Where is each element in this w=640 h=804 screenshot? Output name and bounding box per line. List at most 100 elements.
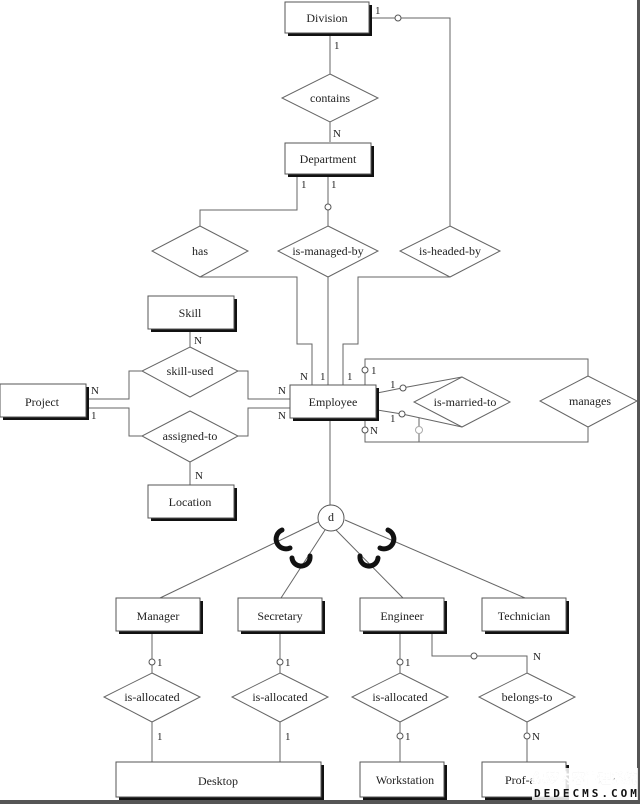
relationship-is-allocated-engineer[interactable]: is-allocated bbox=[350, 672, 450, 723]
relationship-label: is-managed-by bbox=[292, 244, 363, 258]
line-division-isheadedby bbox=[372, 17, 451, 226]
cardinality: 1 bbox=[320, 371, 326, 383]
relationship-is-headed-by[interactable]: is-headed-by bbox=[398, 225, 502, 278]
subset-icon-engineer bbox=[357, 553, 381, 569]
optional-circle bbox=[276, 658, 284, 666]
specialization-label: d bbox=[328, 510, 334, 524]
cardinality: N bbox=[300, 371, 308, 383]
entity-manager[interactable]: Manager bbox=[115, 597, 203, 634]
cardinality: 1 bbox=[375, 5, 381, 17]
entity-label: Division bbox=[306, 11, 347, 25]
frame-border-right bbox=[637, 0, 640, 804]
entity-label: Department bbox=[300, 152, 357, 166]
entity-label: Employee bbox=[309, 395, 358, 409]
relationship-label: skill-used bbox=[167, 364, 214, 378]
relationship-label: manages bbox=[569, 394, 611, 408]
cardinality: 1 bbox=[301, 179, 307, 191]
entity-label: Secretary bbox=[257, 609, 302, 623]
optional-circle bbox=[470, 652, 478, 660]
cardinality: N bbox=[278, 410, 286, 422]
entity-department[interactable]: Department bbox=[284, 142, 374, 177]
watermark-line2: DEDECMS.COM bbox=[534, 787, 640, 800]
watermark: 织梦内容管理系统 DEDECMS.COM bbox=[532, 768, 640, 800]
entity-label: Location bbox=[169, 495, 212, 509]
optional-circle bbox=[399, 384, 407, 392]
entity-division[interactable]: Division bbox=[284, 1, 372, 36]
line-employee-manages-bottom bbox=[364, 418, 589, 443]
relationship-is-allocated-manager[interactable]: is-allocated bbox=[102, 672, 202, 723]
entity-label: Project bbox=[25, 395, 60, 409]
entity-employee[interactable]: Employee bbox=[289, 384, 379, 421]
optional-circle bbox=[396, 658, 404, 666]
line-isheadedby-employee bbox=[342, 276, 450, 385]
relationship-assigned-to[interactable]: assigned-to bbox=[140, 410, 240, 463]
entity-secretary[interactable]: Secretary bbox=[237, 597, 325, 634]
cardinality: 1 bbox=[347, 371, 353, 383]
line-employee-manages-top bbox=[364, 358, 589, 385]
cardinality: N bbox=[533, 651, 541, 663]
line-d-technician bbox=[344, 519, 526, 599]
entity-engineer[interactable]: Engineer bbox=[359, 597, 447, 634]
line-engineer-belongsto bbox=[431, 632, 528, 673]
line-skillused-employee bbox=[238, 370, 290, 400]
relationship-belongs-to[interactable]: belongs-to bbox=[477, 672, 577, 723]
union-marker-icon bbox=[415, 426, 423, 434]
entity-label: Workstation bbox=[376, 773, 434, 787]
entity-label: Technician bbox=[498, 609, 550, 623]
entity-project[interactable]: Project bbox=[0, 383, 89, 420]
cardinality: 1 bbox=[157, 731, 163, 743]
relationship-label: is-headed-by bbox=[419, 244, 481, 258]
subset-icon-technician bbox=[377, 527, 397, 552]
cardinality: N bbox=[278, 385, 286, 397]
specialization-disjoint[interactable]: d bbox=[317, 504, 345, 532]
cardinality: N bbox=[333, 128, 341, 140]
optional-markers bbox=[148, 14, 531, 740]
cardinality: 1 bbox=[390, 413, 396, 425]
relationship-label: is-allocated bbox=[124, 690, 179, 704]
relationship-is-allocated-secretary[interactable]: is-allocated bbox=[230, 672, 330, 723]
relationship-skill-used[interactable]: skill-used bbox=[140, 346, 240, 398]
cardinality: 1 bbox=[390, 379, 396, 391]
entity-label: Desktop bbox=[198, 774, 238, 788]
line-department-has bbox=[199, 175, 298, 226]
cardinality: N bbox=[370, 425, 378, 437]
cardinality: 1 bbox=[285, 731, 291, 743]
entity-label: Manager bbox=[137, 609, 180, 623]
optional-circle bbox=[148, 658, 156, 666]
line-d-manager bbox=[159, 521, 319, 599]
relationship-has[interactable]: has bbox=[150, 225, 250, 278]
entity-label: Skill bbox=[179, 306, 202, 320]
relationship-label: is-allocated bbox=[372, 690, 427, 704]
cardinality: 1 bbox=[334, 40, 340, 52]
optional-circle bbox=[398, 410, 406, 418]
entity-workstation[interactable]: Workstation bbox=[359, 761, 447, 800]
relationship-label: assigned-to bbox=[163, 429, 218, 443]
relationship-is-married-to[interactable]: is-married-to bbox=[412, 376, 512, 428]
line-assignedto-project bbox=[88, 407, 142, 437]
entity-skill[interactable]: Skill bbox=[147, 295, 237, 332]
optional-circle bbox=[361, 426, 369, 434]
relationship-is-managed-by[interactable]: is-managed-by bbox=[276, 225, 380, 278]
cardinality: 1 bbox=[405, 657, 411, 669]
entity-desktop[interactable]: Desktop bbox=[115, 761, 324, 800]
subset-icon-manager bbox=[273, 527, 293, 552]
cardinality: 1 bbox=[157, 657, 163, 669]
entity-technician[interactable]: Technician bbox=[481, 597, 569, 634]
relationship-manages[interactable]: manages bbox=[538, 375, 639, 428]
entity-location[interactable]: Location bbox=[147, 484, 237, 521]
line-skillused-project bbox=[88, 370, 142, 400]
relationship-label: contains bbox=[310, 91, 350, 105]
cardinality-labels: 1 1 N 1 1 N N 1 N N N 1 1 1 1 1 N N 1 1 … bbox=[91, 5, 541, 743]
optional-circle bbox=[396, 732, 404, 740]
relationship-label: is-married-to bbox=[434, 395, 497, 409]
subset-symbols bbox=[273, 527, 397, 569]
cardinality: N bbox=[194, 335, 202, 347]
optional-circle bbox=[324, 203, 332, 211]
cardinality: 1 bbox=[91, 410, 97, 422]
relationship-contains[interactable]: contains bbox=[280, 73, 380, 123]
watermark-line1: 织梦内容管理系统 bbox=[533, 771, 637, 787]
cardinality: 1 bbox=[371, 365, 377, 377]
relationship-label: is-allocated bbox=[252, 690, 307, 704]
line-has-employee bbox=[200, 276, 313, 385]
